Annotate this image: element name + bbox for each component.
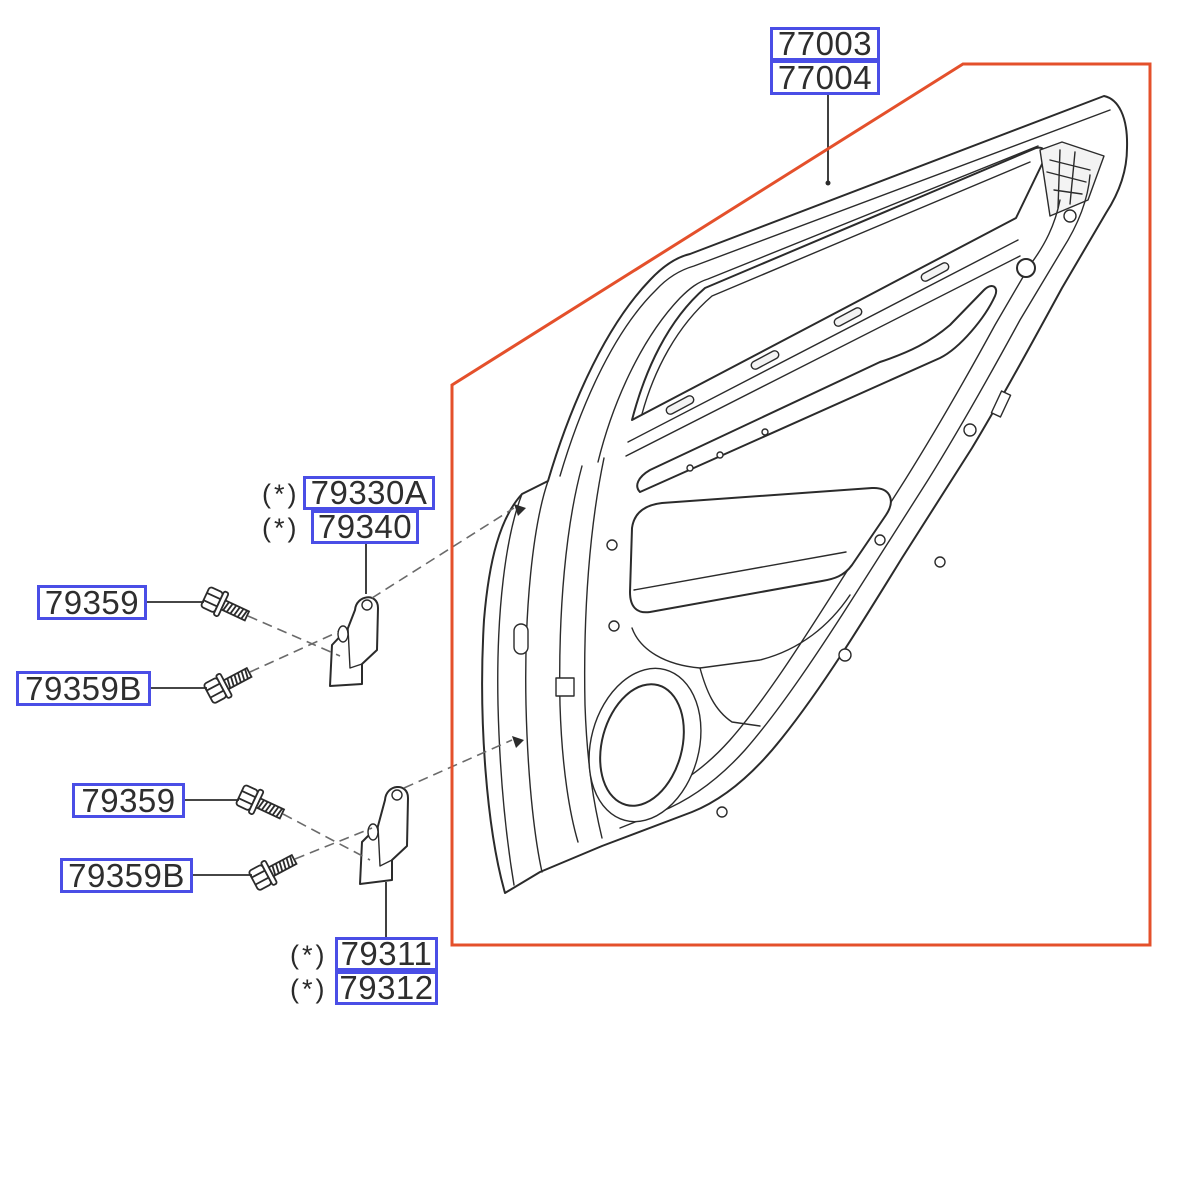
callout-77003[interactable]: 77003 [770, 25, 880, 62]
window-frame-inner-line [597, 145, 1039, 463]
lower-contour-line [631, 594, 851, 669]
hinge-pillar-line [497, 493, 523, 886]
upper-hinge-plate [329, 596, 379, 687]
callout-79312[interactable]: 79312 [335, 969, 438, 1006]
callout-79359-lower[interactable]: 79359 [72, 782, 185, 819]
latch-slot [990, 390, 1012, 418]
callout-79311[interactable]: 79311 [335, 935, 438, 972]
callout-marker: (*) [262, 479, 300, 509]
mounting-hole [963, 423, 977, 437]
mounting-hole [1016, 258, 1036, 278]
lower-hinge [359, 786, 409, 885]
mounting-hole [606, 539, 618, 551]
bolt-lower-a [233, 781, 289, 827]
belt-line-lower [625, 255, 1021, 457]
inner-flange-line [619, 174, 1091, 829]
mounting-hole [1063, 209, 1077, 223]
assembly-line [294, 827, 373, 860]
highlight-outline [450, 62, 1152, 947]
speaker-opening [599, 683, 685, 807]
assembly-line [247, 615, 341, 657]
door-panel [481, 95, 1129, 894]
window-frame-line [559, 109, 1111, 477]
mounting-hole [716, 451, 724, 459]
lower-hinge-hole [391, 789, 403, 801]
callout-marker: (*) [262, 513, 300, 543]
assembly-line [249, 631, 339, 673]
leader-dot [825, 180, 831, 186]
belt-slot [750, 350, 780, 370]
bolt-upper-b [201, 660, 257, 707]
callout-77004[interactable]: 77004 [770, 59, 880, 96]
belt-slot [920, 262, 950, 282]
central-cutout [629, 486, 892, 614]
assembly-line [403, 739, 513, 789]
glass-channel-line [641, 161, 1031, 415]
mounting-hole [874, 534, 886, 546]
assembly-line [282, 813, 371, 861]
hinge-pillar-line [525, 480, 549, 873]
regulator-slot [636, 285, 998, 493]
lower-contour-line [699, 667, 761, 727]
mounting-hole [934, 556, 946, 568]
callout-marker: (*) [290, 974, 328, 1004]
mounting-hole [716, 806, 728, 818]
callout-79359-upper[interactable]: 79359 [37, 584, 147, 621]
callout-marker: (*) [290, 940, 328, 970]
hinge-pillar-line [583, 457, 605, 839]
belt-line [627, 239, 1019, 443]
upper-hinge-hole [361, 599, 373, 611]
lower-hinge-plate [359, 786, 409, 885]
mounting-hole [686, 464, 694, 472]
belt-slot [665, 395, 695, 415]
upper-hinge-barrel [337, 625, 349, 643]
bolt-lower-b [246, 847, 302, 894]
upper-hinge [329, 596, 379, 687]
callout-79359b-lower[interactable]: 79359B [60, 857, 193, 894]
hinge-mount-mark [514, 504, 526, 516]
upper-hinge-bend [347, 627, 363, 669]
bolt-upper-a [198, 583, 254, 629]
assembly-line [371, 507, 515, 599]
impact-beam-line [633, 551, 847, 591]
pillar-square-hole [555, 677, 575, 697]
callout-79330a[interactable]: 79330A [303, 474, 435, 511]
belt-slot [833, 307, 863, 327]
lower-hinge-barrel [367, 823, 379, 841]
callout-79359b-upper[interactable]: 79359B [16, 670, 151, 707]
mounting-hole [838, 648, 852, 662]
rear-frame-mesh [1046, 149, 1091, 209]
pillar-slot [513, 623, 529, 655]
callout-79340[interactable]: 79340 [311, 508, 419, 545]
mounting-hole [761, 428, 769, 436]
mounting-hole [608, 620, 620, 632]
hinge-mount-mark [512, 736, 524, 748]
lower-hinge-bend [377, 825, 393, 867]
